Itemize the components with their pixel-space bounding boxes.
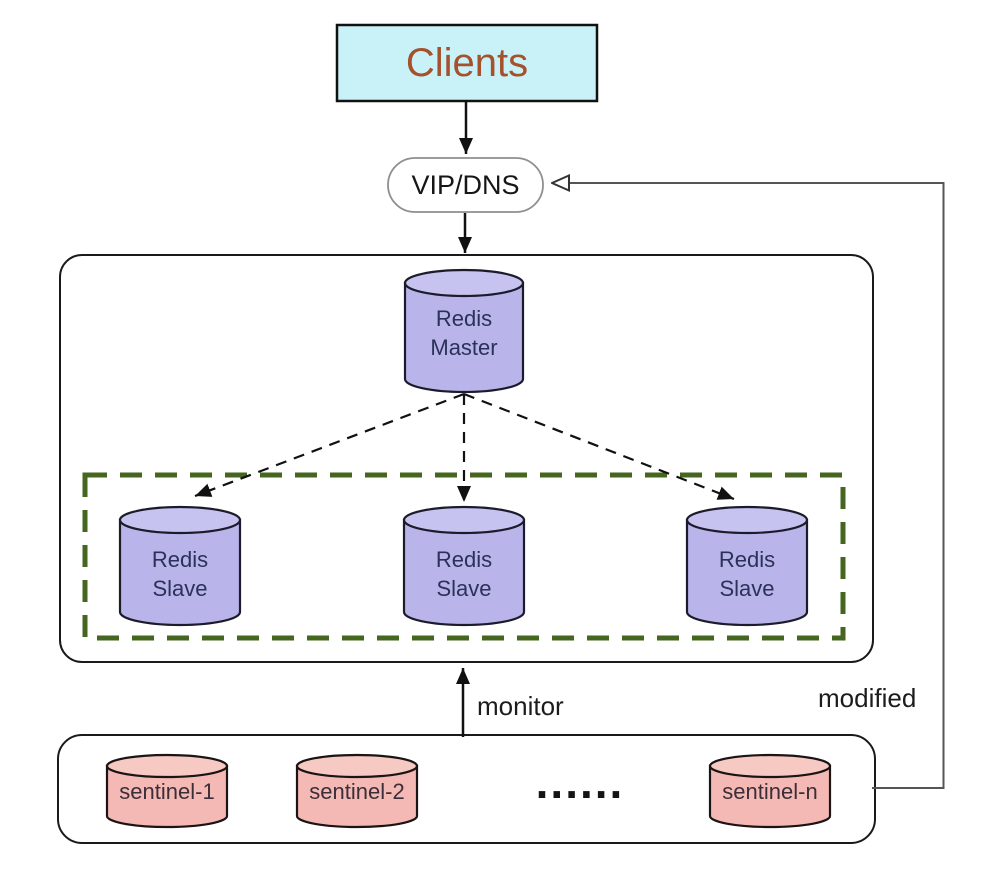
redis-slave-1-label-line1: Redis: [151, 547, 209, 572]
arrow-master-to-slave-right: [463, 392, 735, 501]
sentinel-n-label: sentinel-n: [722, 779, 818, 804]
slave-group-dashed-box: [82, 472, 846, 641]
sentinel-1-cylinder: [105, 753, 229, 829]
redis-slave-3-label-line1: Redis: [718, 547, 776, 572]
redis-slave-cylinder-3: [685, 505, 809, 627]
redis-slave-cylinder-2: [402, 505, 526, 627]
modified-edge-label: modified: [818, 682, 917, 713]
sentinel-n-cylinder: [708, 753, 832, 829]
redis-slave-1-label: Redis Slave: [120, 544, 240, 604]
redis-master-label: Redis Master: [404, 303, 524, 363]
vip-dns-pill: [387, 157, 544, 213]
clients-box: [335, 23, 599, 103]
arrow-modified: [552, 183, 945, 789]
redis-slave-3-label-line2: Slave: [719, 576, 775, 601]
redis-slave-3-label: Redis Slave: [687, 544, 807, 604]
redis-slave-2-label-line2: Slave: [436, 576, 492, 601]
sentinel-ellipsis: ......: [535, 756, 625, 808]
redis-slave-1-label-line2: Slave: [152, 576, 208, 601]
sentinel-1-label: sentinel-1: [119, 779, 215, 804]
monitor-edge-label: monitor: [477, 690, 564, 721]
sentinel-2-cylinder: [295, 753, 419, 829]
vip-dns-label: VIP/DNS: [411, 169, 520, 200]
clients-label: Clients: [405, 40, 529, 85]
sentinel-2-label: sentinel-2: [309, 779, 405, 804]
redis-slave-2-label-line1: Redis: [435, 547, 493, 572]
redis-master-label-line1: Redis: [435, 306, 493, 331]
redis-cluster-box: [59, 254, 874, 663]
redis-master-label-line2: Master: [430, 335, 498, 360]
redis-slave-cylinder-1: [118, 505, 242, 627]
redis-slave-2-label: Redis Slave: [404, 544, 524, 604]
redis-master-cylinder: [403, 268, 525, 394]
arrow-master-to-slave-left: [194, 392, 465, 498]
